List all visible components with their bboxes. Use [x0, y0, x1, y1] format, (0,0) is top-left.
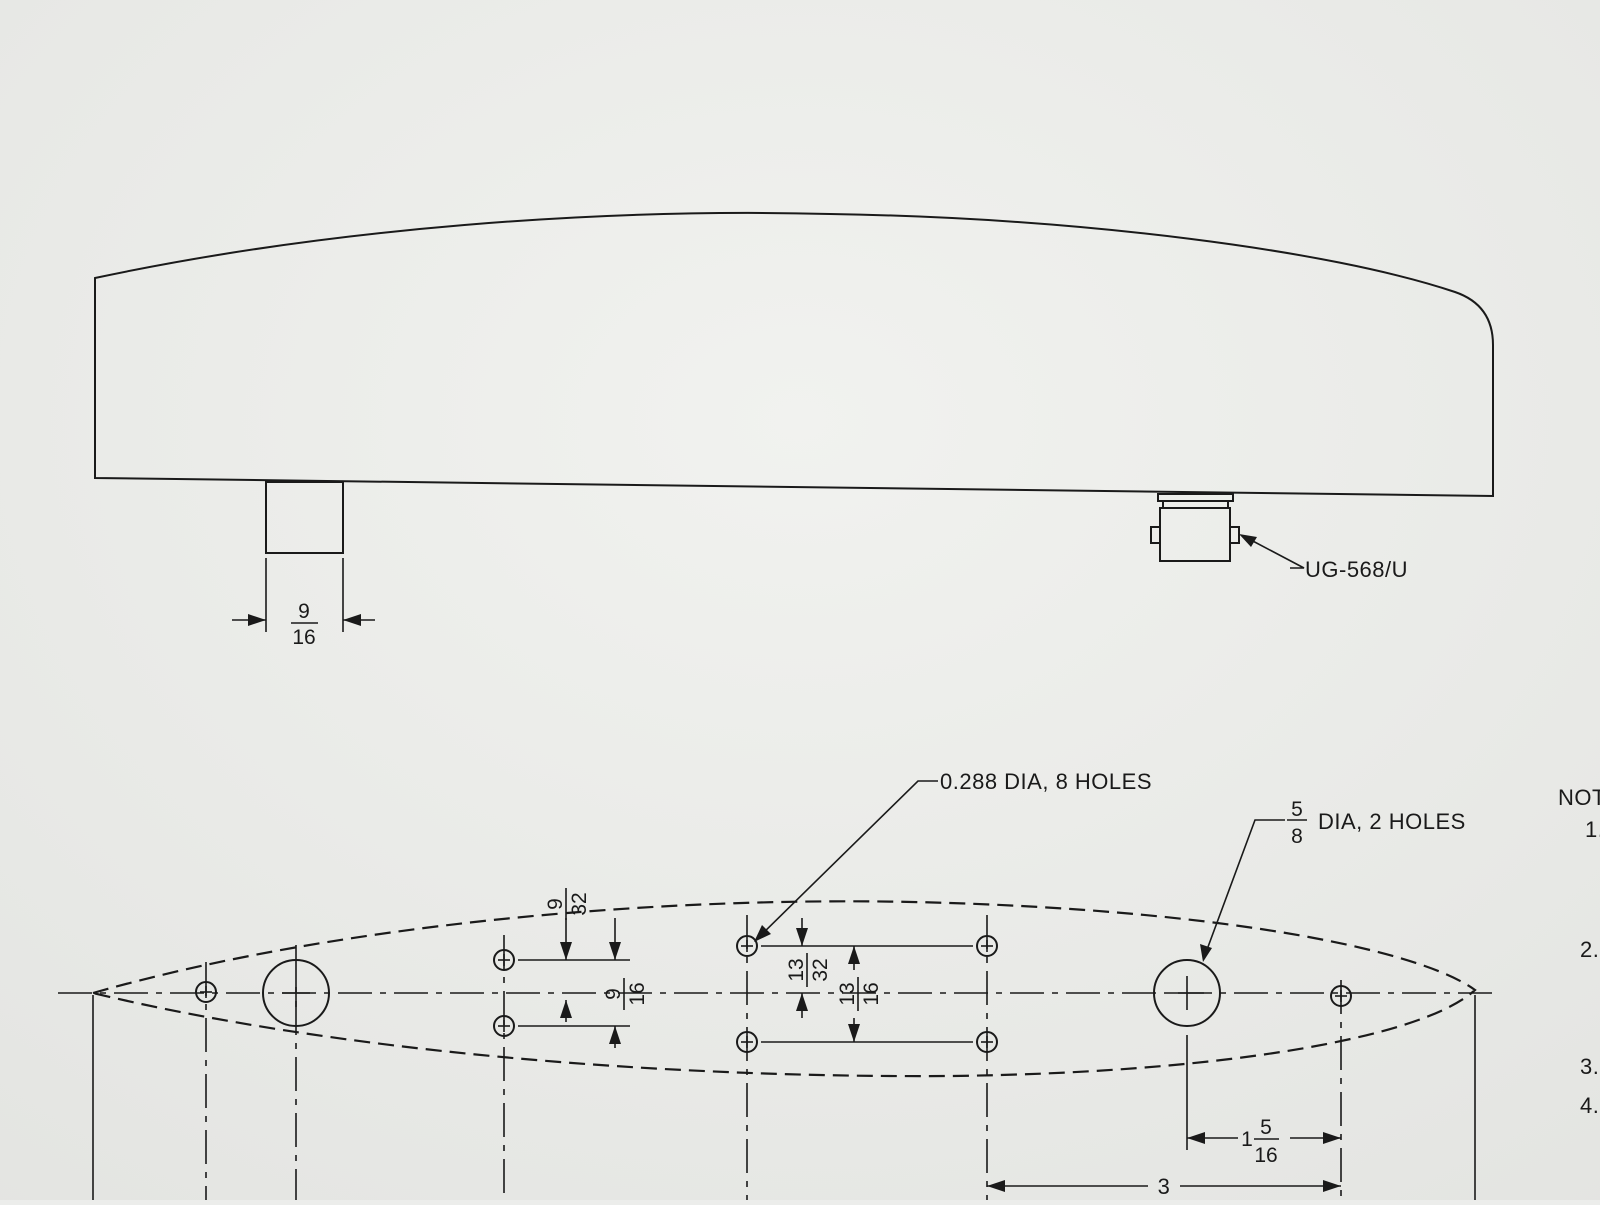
small-hole [976, 935, 998, 957]
notes-column: NOT 1. 2. 3. 4. [1558, 785, 1600, 1118]
stub-width-denominator: 16 [292, 626, 315, 649]
airfoil-side-outline [94, 211, 1494, 498]
dim-1-5-16-whole: 1 [1241, 1128, 1253, 1151]
callout-small-holes: 0.288 DIA, 8 HOLES [754, 769, 1152, 942]
small-hole [736, 1031, 758, 1053]
dim-1-5-16-numerator: 5 [1260, 1116, 1272, 1139]
dim-9-32-numerator: 9 [544, 898, 567, 910]
callout-large-holes-numerator: 5 [1291, 798, 1303, 821]
side-view: UG-568/U 9 16 [94, 211, 1494, 649]
large-hole [1153, 959, 1221, 1027]
left-stub [265, 481, 344, 554]
small-hole [493, 949, 515, 971]
small-hole [195, 981, 217, 1003]
stub-width-numerator: 9 [298, 600, 310, 623]
note-number-3: 3. [1580, 1054, 1599, 1079]
callout-large-holes-denominator: 8 [1291, 825, 1303, 848]
callout-small-holes-text: 0.288 DIA, 8 HOLES [940, 769, 1152, 794]
small-hole [1330, 985, 1352, 1007]
dim-13-32: 13 32 [785, 918, 832, 1018]
dim-13-16: 13 16 [836, 946, 883, 1042]
dim-13-32-denominator: 32 [809, 958, 832, 981]
plan-view: 9 32 9 16 13 32 [58, 769, 1500, 1200]
dim-13-16-denominator: 16 [860, 982, 883, 1005]
note-number-1: 1. [1585, 817, 1600, 842]
callout-large-holes-text: DIA, 2 HOLES [1318, 809, 1466, 834]
small-hole [493, 1015, 515, 1037]
small-holes [195, 935, 1352, 1053]
small-hole [976, 1031, 998, 1053]
large-holes [262, 959, 1221, 1027]
dim-13-16-numerator: 13 [836, 982, 859, 1005]
dim-9-16-numerator: 9 [602, 988, 625, 1000]
stub-width-dimension: 9 16 [232, 558, 375, 649]
dim-1-5-16: 1 5 16 [1187, 1116, 1341, 1167]
dim-1-5-16-denominator: 16 [1254, 1144, 1277, 1167]
dim-13-32-numerator: 13 [785, 958, 808, 981]
note-number-2: 2. [1580, 937, 1599, 962]
dim-3: 3 [987, 1174, 1341, 1199]
small-hole [736, 935, 758, 957]
dim-3-value: 3 [1158, 1174, 1171, 1199]
note-number-4: 4. [1580, 1093, 1599, 1118]
notes-heading: NOT [1558, 785, 1600, 810]
dim-9-32-denominator: 32 [568, 892, 591, 915]
connector-label: UG-568/U [1305, 557, 1408, 582]
dim-9-16-spacing: 9 16 [560, 978, 649, 1048]
callout-large-holes: 5 8 DIA, 2 HOLES [1200, 798, 1466, 962]
dim-9-32: 9 32 [544, 888, 621, 960]
large-hole [262, 959, 330, 1027]
airfoil-plan-outline [88, 900, 1477, 1078]
ug-568-connector [1150, 493, 1240, 562]
dim-9-16-denominator: 16 [626, 982, 649, 1005]
